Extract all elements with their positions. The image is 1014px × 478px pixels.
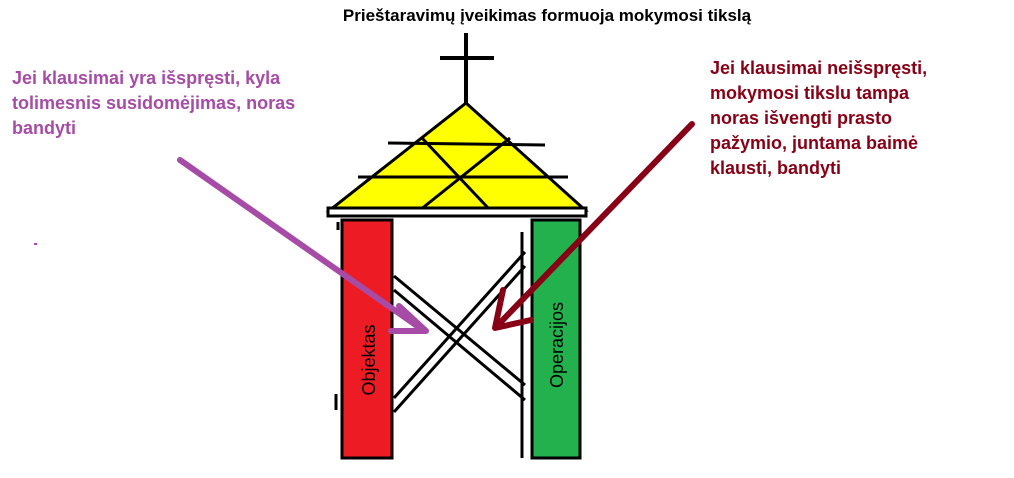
roof — [325, 101, 589, 218]
stray-mark — [34, 243, 37, 245]
right-pillar: Operacijos — [520, 218, 582, 460]
left-arrow — [177, 157, 429, 334]
right-annotation: Jei klausimai neišspręsti, mokymosi tiks… — [710, 58, 928, 178]
left-annotation: Jei klausimai yra išspręsti, kyla tolime… — [12, 68, 296, 138]
diagram-title: Prieštaravimų įveikimas formuoja mokymos… — [342, 6, 752, 25]
cross-icon — [440, 33, 494, 105]
right-arrow — [492, 121, 695, 331]
left-pillar: Objektas — [334, 218, 394, 460]
left-pillar-label: Objektas — [359, 324, 379, 395]
right-pillar-label: Operacijos — [547, 302, 567, 388]
